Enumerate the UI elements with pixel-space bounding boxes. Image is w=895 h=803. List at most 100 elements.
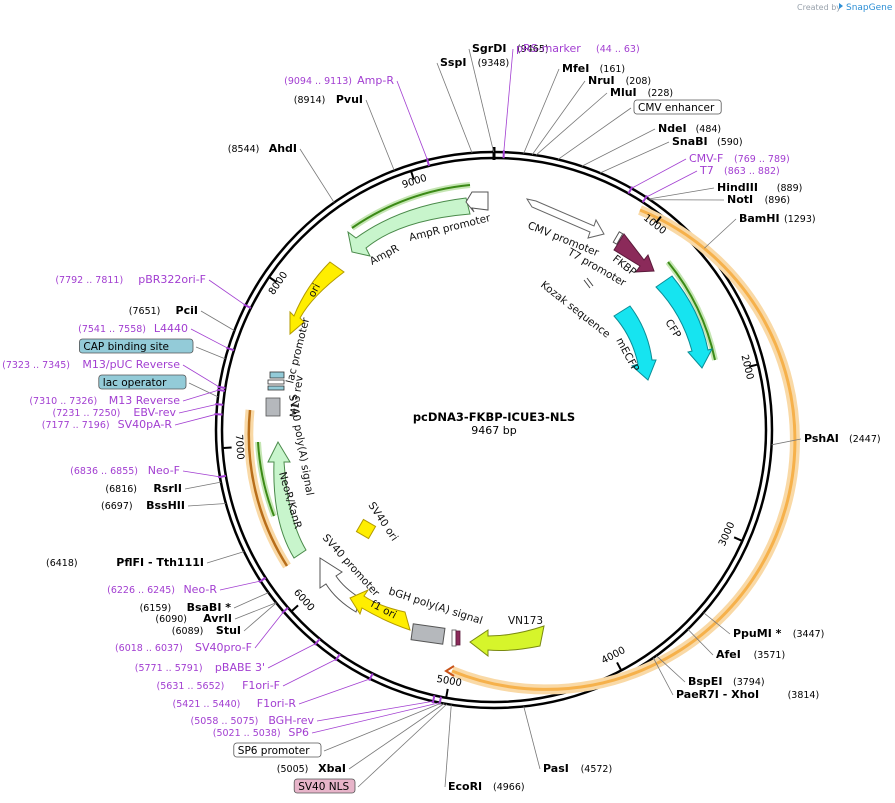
site-bspei[interactable]: BspEI(3794) [656, 655, 765, 688]
site-lac-operator[interactable]: lac operator [98, 374, 219, 398]
site-sspi[interactable]: SspI(9348) [436, 56, 509, 154]
sv40-polya-box [265, 397, 281, 417]
site-name: M13 Reverse [109, 394, 180, 407]
site-prs-marker[interactable]: pRS-marker(44 .. 63) [502, 42, 640, 159]
site-name: Neo-F [148, 464, 180, 477]
f1-ori-feature [349, 588, 411, 631]
site-cmv-f[interactable]: CMV-F(769 .. 789) [627, 152, 790, 195]
site-xbai[interactable]: XbaI(5005) [277, 703, 445, 775]
site-pvui[interactable]: PvuI(8914) [294, 93, 395, 171]
ruler-tick-label: 4000 [600, 645, 628, 667]
site-pasi[interactable]: PasI(4572) [523, 706, 613, 775]
site-position: (5058 .. 5075) [191, 716, 259, 727]
site-position: (896) [765, 195, 791, 206]
site-hindiii[interactable]: HindIII(889) [648, 181, 803, 200]
site-position: (6836 .. 6855) [70, 466, 138, 477]
site-name: EcoRI [448, 780, 482, 793]
site-bamhi[interactable]: BamHI (1293) [704, 212, 816, 249]
ruler-tick [291, 604, 299, 612]
site-bgh-rev[interactable]: BGH-rev(5058 .. 5075) [191, 695, 436, 727]
site-nrui[interactable]: NruI(208) [531, 74, 651, 155]
ruler-tick [616, 661, 622, 670]
vn173-label: VN173 [508, 615, 543, 627]
site-name: BsaBI * [187, 601, 232, 614]
site-neo-f[interactable]: Neo-F (6836 .. 6855) [70, 464, 227, 479]
site-pshai[interactable]: PshAI(2447) [771, 432, 881, 446]
site-sp6[interactable]: SP6(5021 .. 5038) [213, 696, 442, 739]
site-amp-r[interactable]: Amp-R(9094 .. 9113) [284, 74, 430, 167]
site-position: (8544) [228, 144, 260, 155]
site-position: (590) [717, 137, 743, 148]
site-pcii[interactable]: PciI(7651) [129, 304, 235, 331]
site-bsshii[interactable]: BssHII (6697) [101, 499, 226, 512]
site-name: BamHI [739, 212, 780, 225]
site-f1ori-r[interactable]: F1ori-R(5421 .. 5440) [173, 673, 374, 710]
site-position: (3571) [754, 650, 786, 661]
site-neo-r[interactable]: Neo-R(6226 .. 6245) [107, 576, 267, 596]
site-position: (6226 .. 6245) [107, 585, 175, 596]
site-position: (889) [777, 183, 803, 194]
site-noti[interactable]: NotI(896) [649, 193, 791, 206]
ruler-tick-label: 7000 [233, 434, 246, 460]
site-ahdi[interactable]: AhdI (8544) [228, 142, 335, 203]
site-position: (6697) [101, 501, 133, 512]
site-pbabe-3-[interactable]: pBABE 3'(5771 .. 5791) [135, 638, 321, 674]
site-name: NruI [588, 74, 615, 87]
site-avrii[interactable]: AvrII(6090) [155, 602, 277, 625]
site-m13-reverse[interactable]: M13 Reverse(7310 .. 7326) [29, 388, 225, 407]
site-name: BssHII [146, 499, 185, 512]
plasmid-name: pcDNA3-FKBP-ICUE3-NLS [413, 410, 575, 424]
site-ndei[interactable]: NdeI(484) [581, 122, 721, 167]
ruler-tick [749, 363, 758, 368]
site-ecori[interactable]: EcoRI(4966) [444, 704, 525, 793]
ampr-orf-line [351, 184, 471, 229]
ampr-promoter-feature [465, 191, 489, 213]
bgh-polya-feature [410, 623, 446, 645]
site-cmv-enhancer[interactable]: CMV enhancer [557, 99, 722, 160]
site-position: (7651) [129, 306, 161, 317]
site-paer7i-xhoi[interactable]: PaeR7I - XhoI(3814) [652, 657, 819, 701]
site-ebv-rev[interactable]: EBV-rev (7231 .. 7250) [53, 403, 224, 419]
site-f1ori-f[interactable]: F1ori-F(5631 .. 5652) [157, 653, 341, 692]
site-position: (1293) [784, 214, 816, 225]
site-l4440[interactable]: L4440(7541 .. 7558) [78, 322, 235, 352]
ruler-tick-label: 5000 [436, 674, 463, 689]
site-name: PpuMI * [733, 627, 782, 640]
site-afei[interactable]: AfeI(3571) [687, 629, 786, 661]
site-m13-puc-reverse[interactable]: M13/pUC Reverse(7323 .. 7345) [2, 358, 226, 389]
site-position: (4572) [581, 764, 613, 775]
cmv-promoter-feature [525, 198, 605, 239]
site-sgrdi[interactable]: SgrDI(9465) [468, 42, 549, 153]
site-name: pBR322ori-F [138, 273, 206, 286]
site-name: PshAI [804, 432, 839, 445]
site-position: (6816) [105, 484, 137, 495]
site-sp6-promoter[interactable]: SP6 promoter [233, 702, 442, 758]
site-pbr322ori-f[interactable]: pBR322ori-F(7792 .. 7811) [55, 273, 252, 309]
site-mlui[interactable]: MluI(228) [535, 86, 673, 156]
sv40-nls-feature [455, 630, 461, 646]
site-position: (7231 .. 7250) [53, 408, 121, 419]
site-t7[interactable]: T7(863 .. 882) [641, 164, 780, 203]
site-position: (9465) [517, 44, 549, 55]
site-snabi[interactable]: SnaBI(590) [599, 135, 743, 174]
site-name: SspI [440, 56, 466, 69]
site-pflfi-tth111i[interactable]: PflFI - Tth111I(6418) [46, 551, 245, 569]
site-name: EBV-rev [133, 406, 176, 419]
neo-orf-green-line [257, 441, 275, 517]
site-sv40-nls[interactable]: SV40 NLS [293, 703, 448, 794]
site-stui[interactable]: StuI(6089) [172, 602, 277, 637]
site-mfei[interactable]: MfeI(161) [523, 62, 626, 154]
site-bsabi-[interactable]: BsaBI *(6159) [140, 592, 269, 614]
cap-binding-site-feature [269, 371, 285, 379]
site-position: (161) [600, 64, 626, 75]
site-name: L4440 [154, 322, 188, 335]
site-rsrii[interactable]: RsrII(6816) [105, 481, 222, 495]
snapgene-logo-icon [839, 3, 843, 9]
site-name: SV40pro-F [195, 641, 252, 654]
site-sv40pa-r[interactable]: SV40pA-R(7177 .. 7196) [42, 413, 223, 431]
site-cap-binding-site[interactable]: CAP binding site [79, 338, 226, 360]
site-name: AhdI [269, 142, 297, 155]
cfp-orf-line [667, 261, 716, 361]
site-sv40pro-f[interactable]: SV40pro-F(6018 .. 6037) [115, 607, 289, 654]
site-ppumi-[interactable]: PpuMI *(3447) [703, 612, 825, 640]
